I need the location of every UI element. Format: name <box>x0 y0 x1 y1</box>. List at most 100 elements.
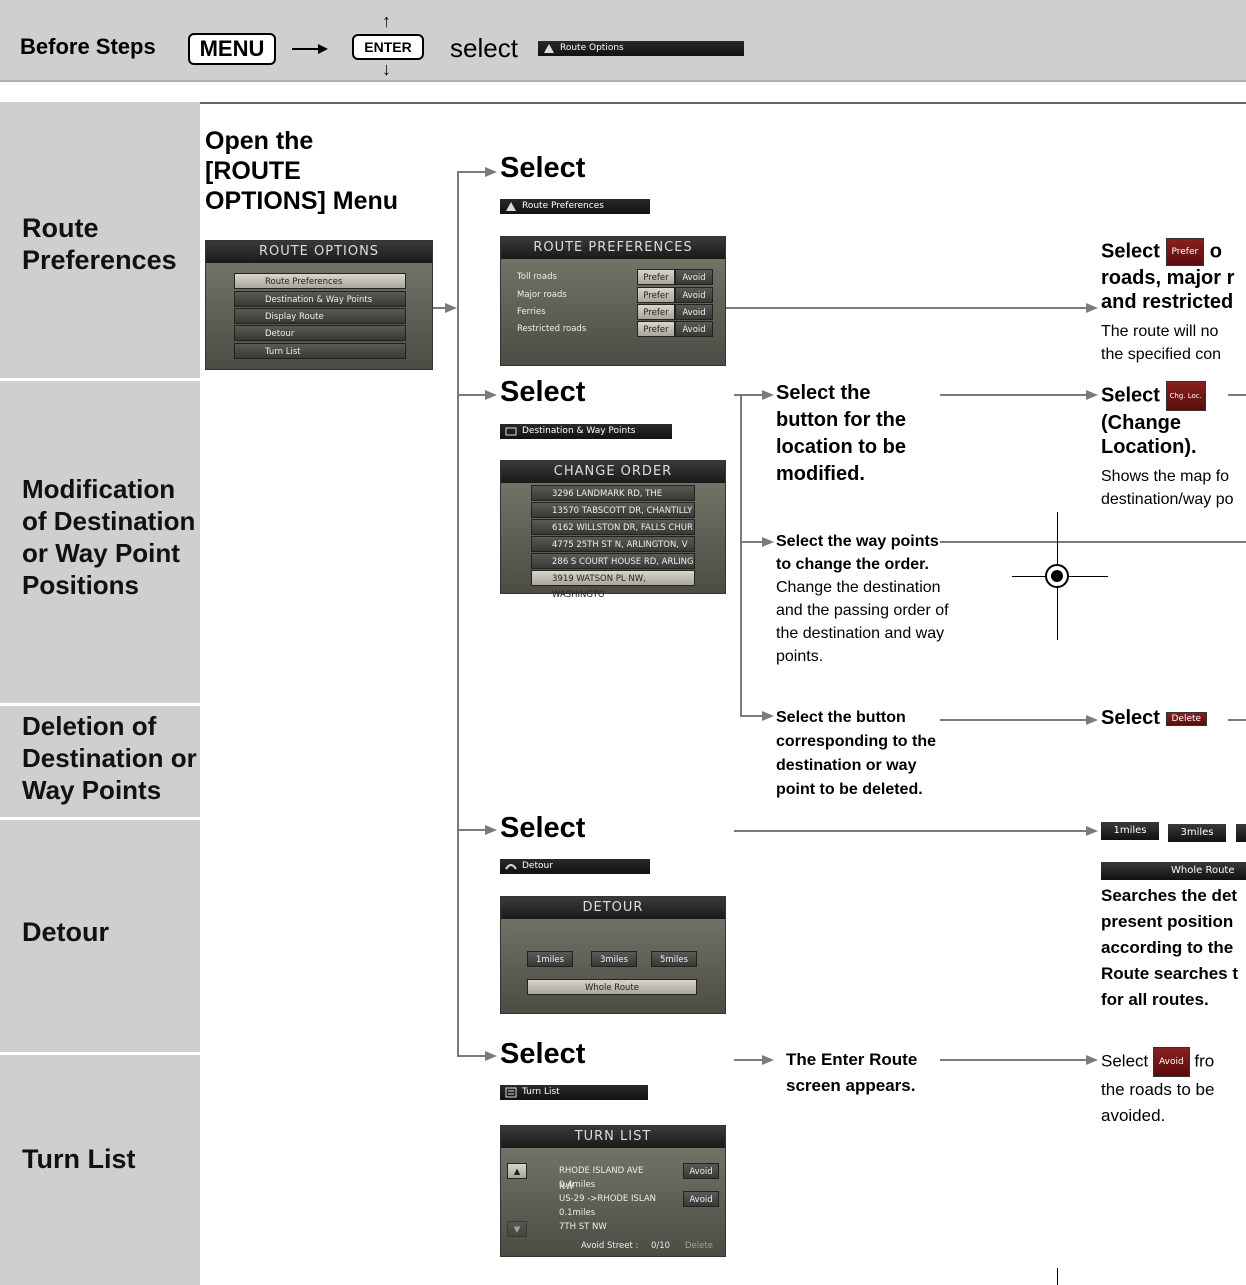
turn-row-road[interactable]: RHODE ISLAND AVE NW <box>559 1166 644 1192</box>
change-order-panel: CHANGE ORDER 3296 LANDMARK RD, THE PLAIN… <box>500 460 726 600</box>
category-line: Positions <box>22 570 140 600</box>
pref-row-label: Restricted roads <box>517 324 587 334</box>
whole-route-button[interactable]: Whole Route <box>527 979 697 995</box>
panel-title: ROUTE PREFERENCES <box>501 237 725 259</box>
branch-arrow-icon <box>1086 390 1098 400</box>
right-arrow-head-icon <box>318 44 328 54</box>
branch-line <box>457 829 487 831</box>
list-icon <box>505 1087 517 1098</box>
menu-item-display-route[interactable]: Display Route <box>234 308 406 324</box>
detour-1miles-button[interactable]: 1miles <box>527 951 573 967</box>
waypoint-row[interactable]: 3919 WATSON PL NW, WASHINGTO <box>531 570 695 600</box>
scroll-up-button[interactable]: ▲ <box>507 1163 527 1179</box>
select-heading: Select <box>500 152 586 184</box>
route-icon <box>544 44 554 53</box>
result-select: Select <box>1101 1051 1149 1071</box>
text-line: point to be deleted. <box>776 781 923 798</box>
result-suffix: fro <box>1194 1051 1215 1071</box>
before-steps-bar: Before Steps MENU ENTER ↑ ↓ select Route… <box>0 0 1246 82</box>
menu-item-destination[interactable]: Destination & Way Points <box>234 291 406 307</box>
crosshair-ring-icon <box>1045 564 1069 588</box>
enter-route-text: The Enter Route screen appears. <box>786 1047 917 1099</box>
waypoint-row[interactable]: 13570 TABSCOTT DR, CHANTILLY <box>531 502 695 518</box>
delete-button[interactable]: Delete <box>685 1241 713 1251</box>
result-select: Select <box>1101 707 1160 729</box>
branch-line <box>940 719 1088 721</box>
avoid-button[interactable]: Avoid <box>683 1163 719 1179</box>
avoid-button[interactable]: Avoid <box>675 287 713 303</box>
branch-arrow-icon <box>1086 826 1098 836</box>
turn-row-distance: 0.4miles <box>559 1180 596 1190</box>
select-heading: Select <box>500 376 586 408</box>
prefer-button[interactable]: Prefer <box>637 269 675 285</box>
turn-row-road[interactable]: US-29 ->RHODE ISLAN <box>559 1194 657 1204</box>
text-line: modified. <box>776 463 865 485</box>
text-line: Searches the det <box>1101 886 1238 905</box>
branch-line <box>734 394 764 396</box>
branch-line <box>740 715 764 717</box>
scroll-down-button[interactable]: ▼ <box>507 1221 527 1237</box>
turn-list-panel: TURN LIST ▲ ▼ RHODE ISLAND AVE NW 0.4mil… <box>500 1125 726 1257</box>
strip-label: Route Preferences <box>522 201 604 211</box>
avoid-button[interactable]: Avoid <box>675 269 713 285</box>
text-line: for all routes. <box>1101 990 1209 1009</box>
detour-strip: Detour <box>500 859 650 874</box>
waypoint-row[interactable]: 6162 WILLSTON DR, FALLS CHUR <box>531 519 695 535</box>
branch-line <box>457 1055 487 1057</box>
category-line: Deletion of <box>22 711 157 741</box>
category-deletion: Deletion of Destination or Way Points <box>0 706 200 817</box>
note-line: The route will no <box>1101 323 1219 340</box>
result-5miles-button <box>1236 824 1246 842</box>
branch-arrow-icon <box>1086 303 1098 313</box>
bottom-tick <box>1057 1268 1058 1285</box>
text-line: Select the <box>776 382 871 404</box>
prefer-badge: Prefer <box>1165 238 1205 266</box>
menu-item-route-preferences[interactable]: Route Preferences <box>234 273 406 289</box>
right-arrow-icon <box>292 48 322 50</box>
waypoint-row[interactable]: 3296 LANDMARK RD, THE PLAINS <box>531 485 695 515</box>
detour-5miles-button[interactable]: 5miles <box>651 951 697 967</box>
route-preferences-panel: ROUTE PREFERENCES Toll roads Major roads… <box>500 236 726 366</box>
avoid-button[interactable]: Avoid <box>683 1191 719 1207</box>
connector-arrow-icon <box>445 303 457 313</box>
waypoints-icon <box>505 427 517 436</box>
continuation-line <box>1228 719 1246 721</box>
strip-label: Destination & Way Points <box>522 426 636 436</box>
avoid-button[interactable]: Avoid <box>675 321 713 337</box>
branch-line <box>734 1059 764 1061</box>
category-line: Way Points <box>22 775 162 805</box>
avoid-button[interactable]: Avoid <box>675 304 713 320</box>
sub-branch-vertical-line <box>740 394 742 716</box>
avoid-badge: Avoid <box>1152 1047 1190 1077</box>
waypoint-row[interactable]: 286 S COURT HOUSE RD, ARLING <box>531 553 695 569</box>
menu-item-turn-list[interactable]: Turn List <box>234 343 406 359</box>
category-line: Preferences <box>22 245 177 275</box>
result-whole-route-button: Whole Route <box>1101 862 1246 880</box>
prefer-button[interactable]: Prefer <box>637 321 675 337</box>
heading-line: OPTIONS] Menu <box>205 187 399 215</box>
way-points-order-note: Change the destination and the passing o… <box>776 576 949 668</box>
category-detour: Detour <box>0 820 200 1052</box>
prefer-button[interactable]: Prefer <box>637 304 675 320</box>
prefer-button[interactable]: Prefer <box>637 287 675 303</box>
branch-line <box>457 394 487 396</box>
branch-line <box>740 541 764 543</box>
branch-arrow-icon <box>762 537 774 547</box>
branch-arrow-icon <box>1086 1055 1098 1065</box>
route-prefs-note: The route will no the specified con <box>1101 320 1221 366</box>
detour-3miles-button[interactable]: 3miles <box>591 951 637 967</box>
turn-row-road[interactable]: 7TH ST NW <box>559 1222 607 1232</box>
branch-line <box>940 394 1088 396</box>
pref-row-label: Ferries <box>517 307 546 317</box>
text-line: Select the way points <box>776 533 939 550</box>
branch-arrow-icon <box>762 390 774 400</box>
text-line: present position <box>1101 912 1234 931</box>
delete-result: Select Delete <box>1101 707 1208 730</box>
note-line: destination/way po <box>1101 491 1234 508</box>
pref-row-label: Major roads <box>517 290 567 300</box>
detour-panel: DETOUR 1miles 3miles 5miles Whole Route <box>500 896 726 1014</box>
menu-item-detour[interactable]: Detour <box>234 325 406 341</box>
waypoint-row[interactable]: 4775 25TH ST N, ARLINGTON, V <box>531 536 695 552</box>
result-3miles-button: 3miles <box>1168 824 1226 842</box>
route-prefs-result: Select Prefer o roads, major r and restr… <box>1101 238 1234 314</box>
